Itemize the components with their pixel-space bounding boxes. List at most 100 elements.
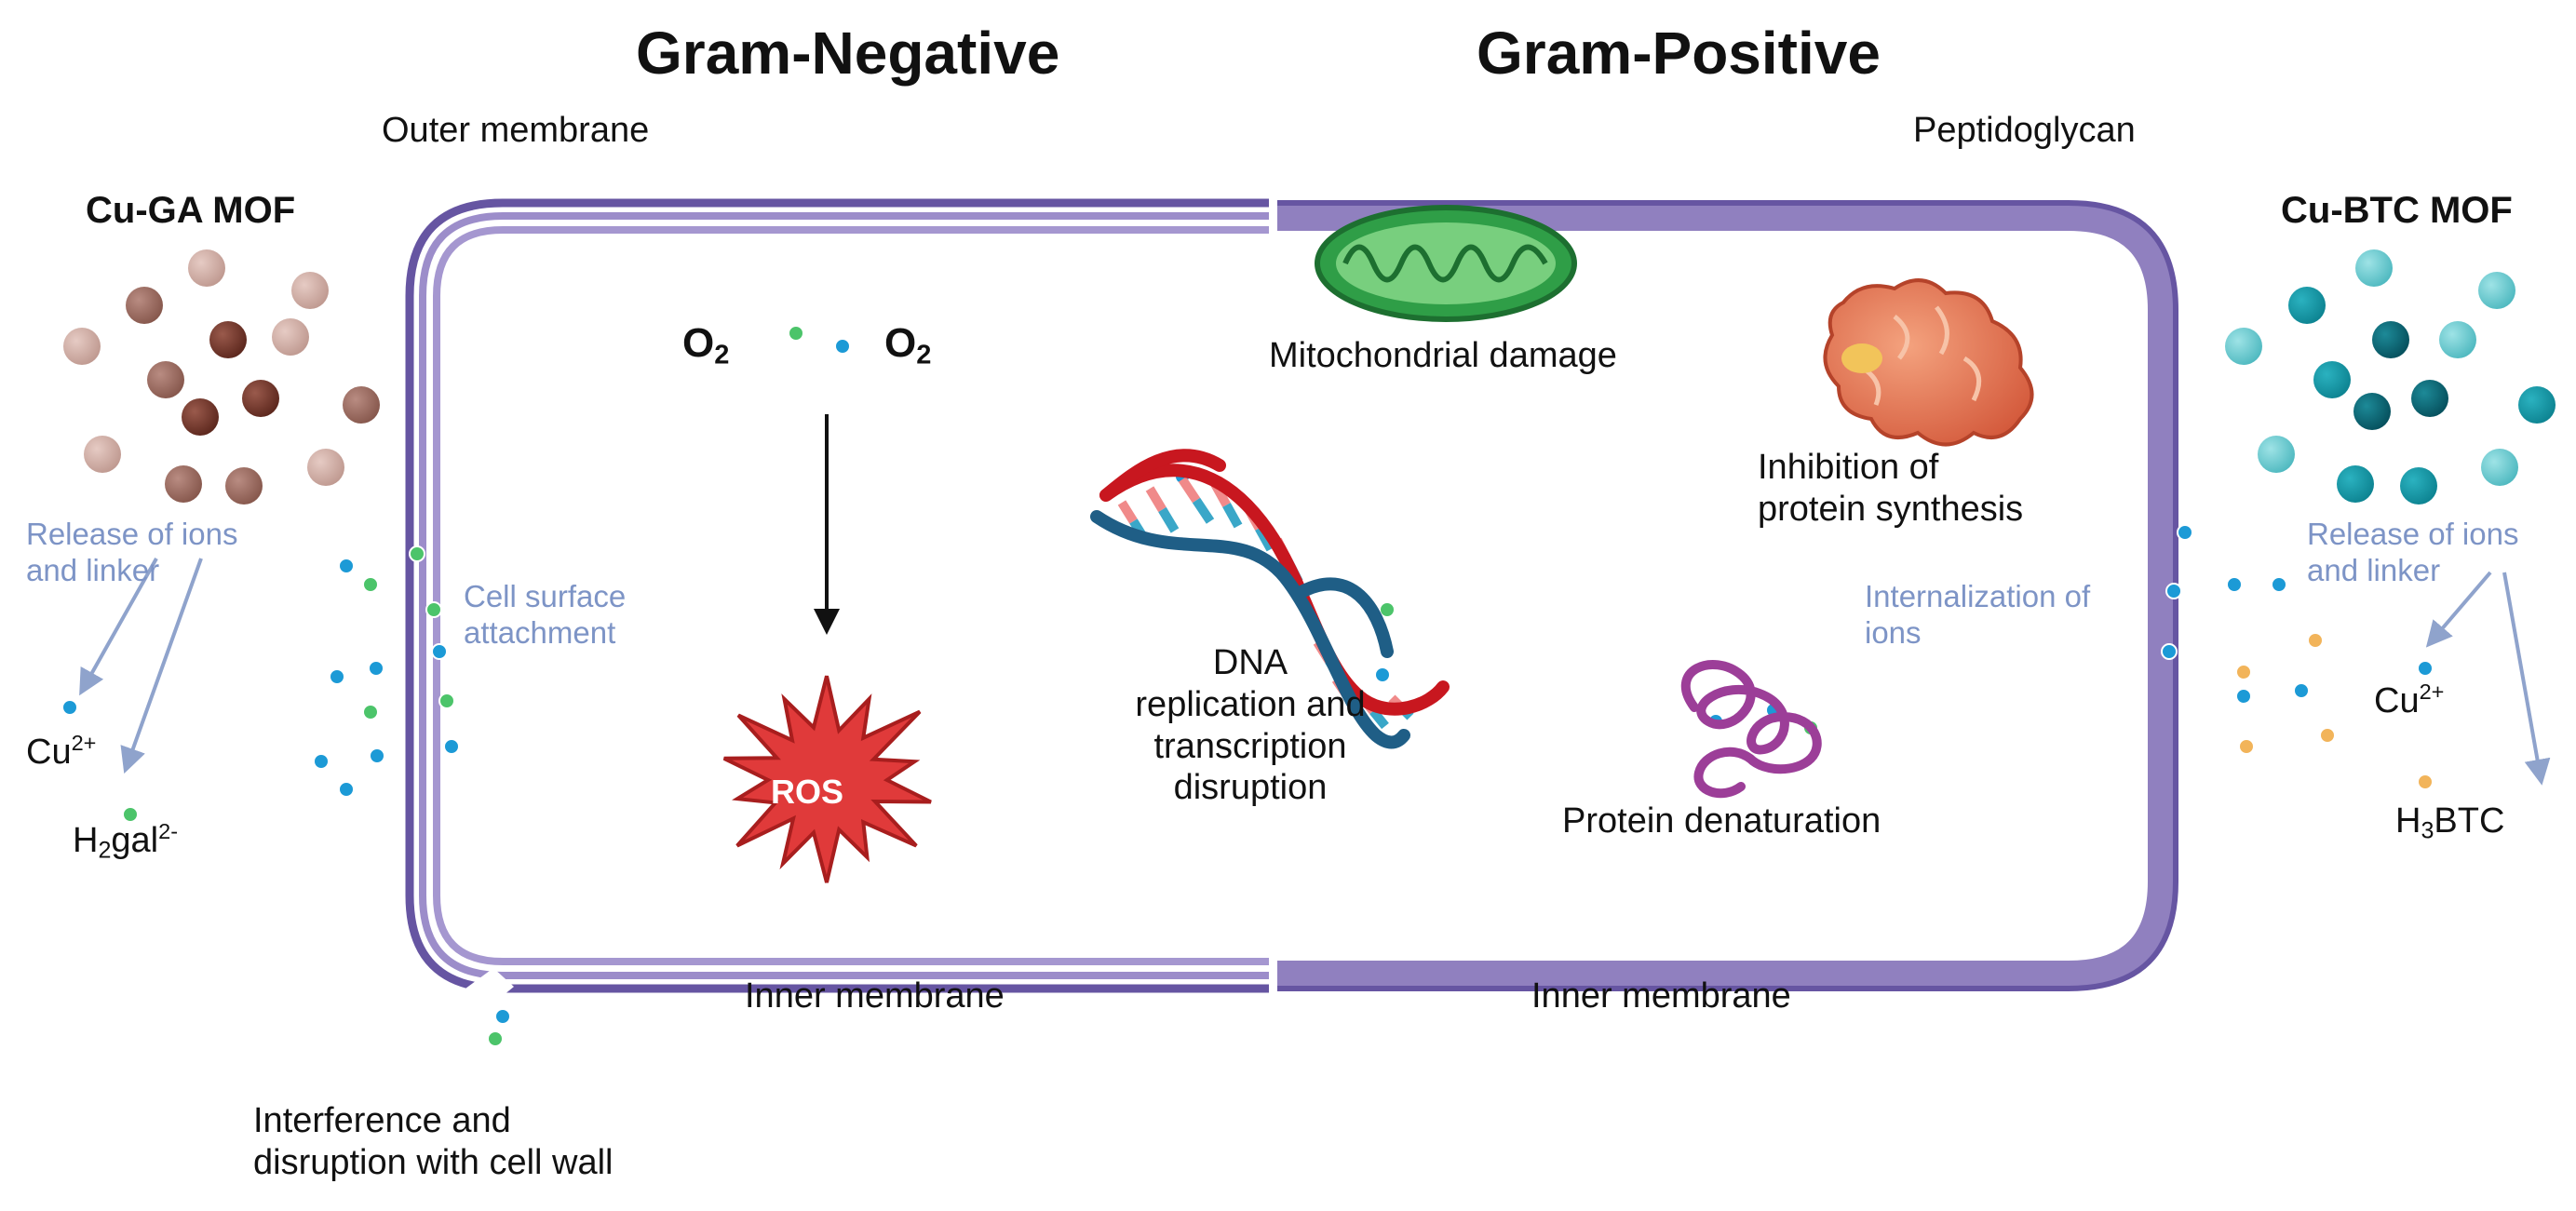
right-release-line-1: Release of ions [2307,517,2519,551]
mof-sphere [63,328,101,365]
mof-sphere [2518,386,2556,424]
mof-sphere [343,386,380,424]
gram-negative-title: Gram-Negative [636,20,1060,87]
cu-ion-dot [2165,583,2182,599]
mof-sphere [2288,287,2326,324]
cu-ion-dot [368,660,384,677]
cu-ion-dot [2293,682,2310,699]
cu-ion-dot [338,558,355,574]
peptidoglycan-label: Peptidoglycan [1913,111,2136,150]
linker-dot [2235,664,2252,680]
mof-sphere [2411,380,2448,417]
cell-surface-attachment-label: Cell surface attachment [464,579,626,652]
protein-synth-line-1: Inhibition of [1758,448,1939,487]
linker-dot [2307,632,2324,649]
linker-dot [362,576,379,593]
dna-line-3: transcription [1153,726,1347,766]
cu-ion-dot [443,738,460,755]
outer-membrane-label: Outer membrane [382,111,650,150]
mof-sphere [2355,249,2393,287]
cu-ion-dot [329,668,345,685]
surface-line-1: Cell surface [464,579,627,613]
inner-membrane-right-label: Inner membrane [1531,976,1791,1016]
cu-ion-dot [338,781,355,798]
gram-positive-title: Gram-Positive [1477,20,1881,87]
cu-ion-dot [61,699,78,716]
mof-sphere [165,465,202,503]
linker-dot [2319,727,2336,744]
internalization-line-1: Internalization of [1865,579,2091,613]
o2-left-label: O2 [682,320,730,370]
cu-ion-dot [2417,660,2434,677]
linker-dot [487,1030,504,1047]
linker-dot [122,806,139,823]
mof-sphere [2372,321,2409,358]
cu-ion-dot [313,753,330,770]
dna-line-2: replication and [1135,684,1366,724]
linker-dot [788,325,804,342]
protein-denaturation-label: Protein denaturation [1562,801,1881,841]
denatured-protein-icon [1680,660,1822,799]
mof-sphere [2313,361,2351,398]
right-cu-ion-label: Cu2+ [2374,680,2445,721]
cu-ion-dot [2177,524,2193,541]
linker-dot [2417,774,2434,790]
ros-starburst-icon [722,675,932,883]
halves-divider [1269,191,1277,1001]
ribosome-icon [1823,278,2034,447]
h3btc-linker-label: H3BTC [2395,801,2505,844]
dna-line-1: DNA [1212,643,1288,682]
left-release-arrows [79,558,203,774]
left-release-label: Release of ions and linker [26,517,237,589]
dna-base-pair [1192,497,1215,524]
protein-synthesis-label: Inhibition of protein synthesis [1758,447,2023,531]
linker-dot [2238,738,2255,755]
mof-sphere [209,321,247,358]
right-release-line-2: and linker [2307,552,2441,587]
left-release-line-2: and linker [26,552,160,587]
mof-sphere [307,449,344,486]
mof-sphere [291,272,329,309]
mof-sphere [225,467,263,505]
cu-ion-dot [2235,688,2252,705]
internalization-label: Internalization of ions [1865,579,2090,652]
linker-dot [1379,601,1396,618]
mof-sphere [2353,393,2391,430]
mof-sphere [2439,321,2476,358]
left-release-line-1: Release of ions [26,517,238,551]
inner-membrane-left-label: Inner membrane [745,976,1005,1016]
dna-base-pair [1158,506,1180,533]
mof-sphere [2400,467,2437,505]
dna-line-4: disruption [1173,768,1328,808]
cu-btc-mof-label: Cu-BTC MOF [2281,190,2513,231]
dna-base-pair [1178,477,1201,504]
cu-ion-dot [1374,666,1391,683]
dna-helix-icon [1090,449,1450,749]
cu-ion-dot [2271,576,2287,593]
dna-base-pair [1222,503,1243,529]
cu-ion-dot [431,643,448,660]
surface-line-2: attachment [464,614,616,650]
h2gal-linker-label: H2gal2- [73,819,179,864]
dna-base-pair [1145,486,1167,513]
cu-ion-dot [834,338,851,355]
mitochondrial-damage-label: Mitochondrial damage [1269,336,1617,375]
mof-sphere [242,380,279,417]
mof-sphere [84,436,121,473]
linker-dot [425,601,442,618]
wall-line-1: Interference and [253,1101,511,1140]
gram-negative-envelope [405,198,1270,993]
protein-synth-line-2: protein synthesis [1758,489,2024,529]
mof-sphere [272,318,309,356]
cu-ion-dot [2161,643,2178,660]
cell-wall-disruption-label: Interference and disruption with cell wa… [253,1100,614,1184]
mof-sphere [2225,328,2262,365]
cu-ga-mof-label: Cu-GA MOF [86,190,296,231]
cu-ga-mof-particles [63,249,380,505]
cu-ion-dot [369,747,385,764]
mitochondrion-icon [1315,205,1577,322]
mof-sphere [126,287,163,324]
right-release-arrows [2425,571,2551,786]
mof-sphere [2481,449,2518,486]
